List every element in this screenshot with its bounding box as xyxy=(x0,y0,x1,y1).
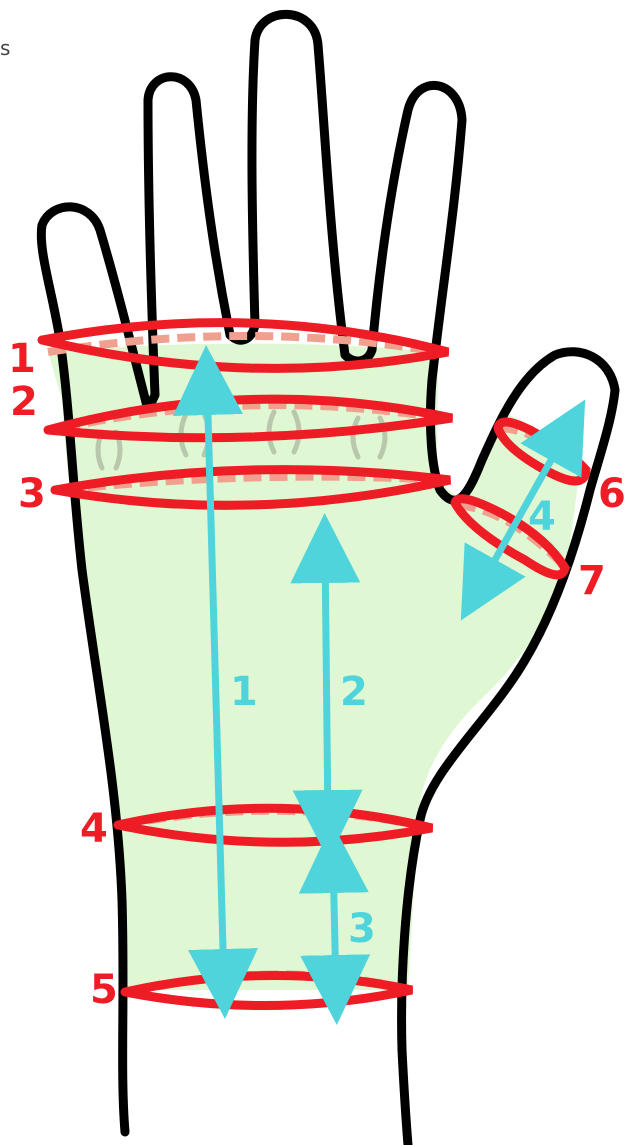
circ-label-2: 2 xyxy=(10,379,38,425)
circ-label-1: 1 xyxy=(8,336,36,382)
len-label-2: 2 xyxy=(340,669,368,715)
circ-label-6: 6 xyxy=(598,471,626,517)
circ-label-7: 7 xyxy=(578,558,606,604)
len-label-1: 1 xyxy=(230,669,258,715)
len-label-4: 4 xyxy=(528,494,556,540)
len-label-3: 3 xyxy=(348,906,376,952)
band-5 xyxy=(125,975,412,1005)
circ-label-4: 4 xyxy=(80,806,108,852)
length-arrow-3 xyxy=(333,858,336,990)
circ-label-5: 5 xyxy=(90,967,118,1013)
length-arrow-2 xyxy=(325,548,328,825)
circ-label-3: 3 xyxy=(18,471,46,517)
